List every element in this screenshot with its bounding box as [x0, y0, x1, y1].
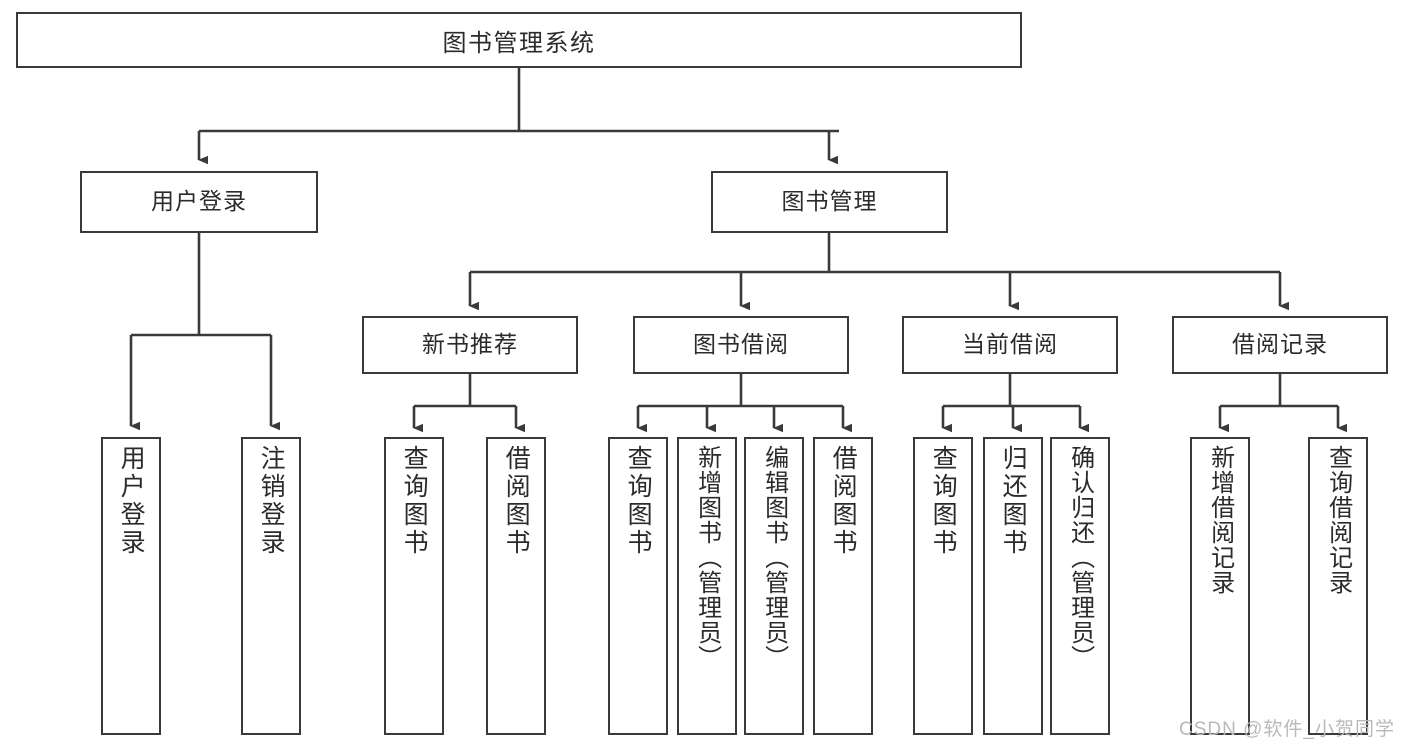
node-user-login[interactable]: 用户登录 [80, 171, 318, 233]
node-current-borrow-label: 当前借阅 [962, 331, 1058, 358]
node-current-borrow[interactable]: 当前借阅 [902, 316, 1118, 374]
leaf-edit-book-admin[interactable]: 编辑图书（管理员） [744, 437, 804, 735]
node-root[interactable]: 图书管理系统 [16, 12, 1022, 68]
node-new-book-recommend[interactable]: 新书推荐 [362, 316, 578, 374]
node-book-management-label: 图书管理 [781, 188, 878, 215]
node-book-borrow[interactable]: 图书借阅 [633, 316, 849, 374]
leaf-return-book[interactable]: 归还图书 [983, 437, 1043, 735]
leaf-label: 注销登录 [257, 445, 286, 557]
leaf-query-borrow-record[interactable]: 查询借阅记录 [1308, 437, 1368, 735]
leaf-label: 借阅图书 [829, 445, 858, 557]
leaf-query-book-borrow[interactable]: 查询图书 [608, 437, 668, 735]
leaf-borrow-book-recommend[interactable]: 借阅图书 [486, 437, 546, 735]
leaf-label: 查询图书 [400, 445, 429, 557]
leaf-label: 归还图书 [999, 445, 1028, 557]
leaf-logout[interactable]: 注销登录 [241, 437, 301, 735]
node-new-book-recommend-label: 新书推荐 [422, 331, 518, 358]
leaf-query-book-current[interactable]: 查询图书 [913, 437, 973, 735]
leaf-label: 新增借阅记录 [1206, 445, 1234, 595]
leaf-label: 用户登录 [117, 445, 146, 557]
node-book-management[interactable]: 图书管理 [711, 171, 948, 233]
node-borrow-records-label: 借阅记录 [1232, 331, 1328, 358]
leaf-label: 借阅图书 [502, 445, 531, 557]
leaf-user-login[interactable]: 用户登录 [101, 437, 161, 735]
leaf-label: 查询图书 [929, 445, 958, 557]
node-book-borrow-label: 图书借阅 [693, 331, 789, 358]
leaf-label: 查询借阅记录 [1324, 445, 1352, 595]
node-root-label: 图书管理系统 [442, 29, 596, 57]
leaf-label: 确认归还（管理员） [1066, 445, 1094, 670]
node-user-login-label: 用户登录 [151, 188, 247, 215]
leaf-label: 新增图书（管理员） [693, 445, 721, 670]
leaf-add-borrow-record[interactable]: 新增借阅记录 [1190, 437, 1250, 735]
leaf-add-book-admin[interactable]: 新增图书（管理员） [677, 437, 737, 735]
leaf-confirm-return-admin[interactable]: 确认归还（管理员） [1050, 437, 1110, 735]
leaf-borrow-book[interactable]: 借阅图书 [813, 437, 873, 735]
leaf-label: 查询图书 [624, 445, 653, 557]
leaf-query-book-recommend[interactable]: 查询图书 [384, 437, 444, 735]
leaf-label: 编辑图书（管理员） [760, 445, 788, 670]
node-borrow-records[interactable]: 借阅记录 [1172, 316, 1388, 374]
